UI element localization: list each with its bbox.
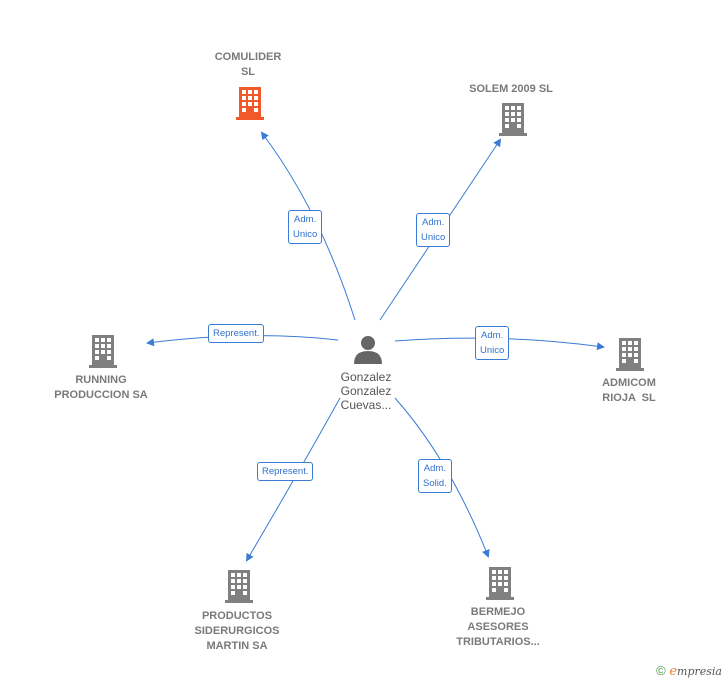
edge-badge-solem: Adm. Unico [416, 213, 451, 247]
node-label-comulider[interactable]: COMULIDER SL [215, 50, 282, 80]
center-line-2: Gonzalez [340, 384, 392, 398]
badge-comulider-line-1: Adm. [294, 214, 317, 225]
edge-badge-admicom: Adm. Unico [475, 326, 510, 360]
badge-running-line-1: Represent. [213, 328, 260, 339]
badge-admicom-line-1: Adm. [481, 330, 504, 341]
copyright-icon: © [656, 663, 666, 678]
node-label-running[interactable]: RUNNING PRODUCCION SA [54, 373, 148, 403]
node-admicom-line-1: ADMICOM [602, 377, 656, 389]
node-comulider-line-2: SL [240, 66, 256, 78]
person-icon[interactable] [353, 334, 383, 364]
node-comulider-line-1: COMULIDER [214, 51, 282, 63]
node-admicom-line-2: RIOJA SL [602, 392, 656, 404]
center-line-3: Cuevas... [340, 398, 392, 412]
node-running-line-1: RUNNING [75, 374, 127, 386]
node-bermejo-line-1: BERMEJO [470, 606, 526, 618]
node-label-admicom[interactable]: ADMICOM RIOJA SL [602, 376, 656, 406]
building-icon-admicom[interactable] [614, 336, 646, 372]
logo-initial: e [669, 664, 678, 679]
badge-bermejo-line-1: Adm. [423, 463, 446, 474]
badge-comulider-line-2: Unico [293, 229, 318, 240]
badge-solem-line-1: Adm. [422, 217, 445, 228]
node-solem-line-1: SOLEM 2009 SL [469, 83, 553, 95]
logo-rest: mpresia [677, 665, 722, 678]
node-label-solem[interactable]: SOLEM 2009 SL [469, 82, 553, 97]
node-productos-line-1: PRODUCTOS [201, 610, 273, 622]
edge-badge-comulider: Adm. Unico [288, 210, 323, 244]
edge-badge-productos: Represent. [257, 462, 314, 481]
node-running-line-2: PRODUCCION SA [54, 389, 148, 401]
building-icon-solem[interactable] [497, 101, 529, 137]
center-person-label[interactable]: Gonzalez Gonzalez Cuevas... [341, 370, 392, 412]
edge-badge-running: Represent. [208, 324, 265, 343]
badge-solem-line-2: Unico [421, 232, 446, 243]
building-icon-bermejo[interactable] [484, 565, 516, 601]
badge-productos-line-1: Represent. [262, 466, 309, 477]
badge-bermejo-line-2: Solid. [423, 478, 447, 489]
building-icon-running[interactable] [87, 333, 119, 369]
node-label-productos[interactable]: PRODUCTOS SIDERURGICOS MARTIN SA [195, 609, 280, 654]
center-line-1: Gonzalez [340, 370, 392, 384]
footer-brand: © empresia [656, 663, 722, 679]
building-icon-comulider[interactable] [234, 85, 266, 121]
node-label-bermejo[interactable]: BERMEJO ASESORES TRIBUTARIOS... [456, 605, 540, 650]
edge-badge-bermejo: Adm. Solid. [418, 459, 452, 493]
badge-admicom-line-2: Unico [480, 345, 505, 356]
building-icon-productos[interactable] [223, 568, 255, 604]
node-bermejo-line-3: TRIBUTARIOS... [456, 636, 540, 648]
node-productos-line-3: MARTIN SA [206, 640, 268, 652]
empresia-logo: empresia [669, 664, 722, 679]
node-bermejo-line-2: ASESORES [467, 621, 529, 633]
node-productos-line-2: SIDERURGICOS [194, 625, 280, 637]
